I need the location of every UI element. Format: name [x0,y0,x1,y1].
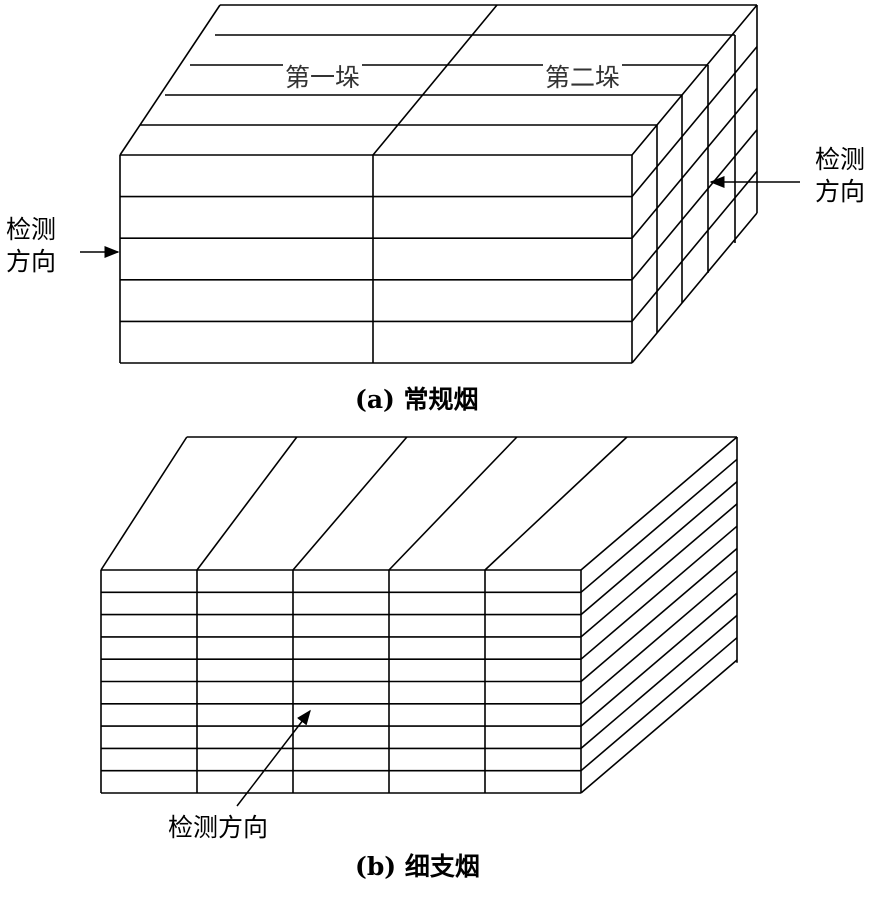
arrow-bottom-b [236,709,311,807]
right-row-diagonal [580,547,738,683]
right-row-diagonal [631,170,758,322]
top-slanted-line [580,436,738,571]
top-slanted-line [292,436,408,571]
right-row-diagonal [580,458,738,593]
right-row-diagonal [580,503,738,638]
top-slanted-line [100,436,188,571]
detection-direction-right-label: 检测 方向 [815,144,865,208]
caption-b: (b) 细支烟 [355,852,480,881]
caption-a: (a) 常规烟 [355,385,479,414]
label-line: 检测 [6,215,57,244]
right-row-diagonal [580,525,738,660]
label-line: 方向 [815,177,866,206]
top-slanted-line [484,436,628,571]
detection-direction-bottom-label: 检测方向 [168,813,269,842]
detection-direction-left-label: 检测 方向 [6,214,56,278]
right-row-diagonal [580,480,738,616]
label-line: 检测 [815,145,866,174]
right-row-diagonal [580,659,738,794]
right-row-diagonal [580,614,738,750]
right-row-diagonal [631,87,758,239]
top-slanted-line [388,436,518,571]
stack-label-1: 第一垛 [283,63,363,92]
right-row-diagonal [580,592,738,727]
regular-cigarette-box [119,4,758,364]
right-row-diagonal [580,570,738,705]
right-row-diagonal [631,129,758,281]
top-middle-line [372,4,498,156]
right-row-diagonal [631,46,758,198]
top-right-edge [631,4,758,156]
right-row-diagonal [580,637,738,772]
right-row-diagonal [631,212,758,364]
label-line: 方向 [6,247,57,276]
top-left-edge [119,4,221,156]
stack-label-2: 第二垛 [543,63,623,92]
top-slanted-line [196,436,298,571]
slim-cigarette-box [100,436,738,794]
